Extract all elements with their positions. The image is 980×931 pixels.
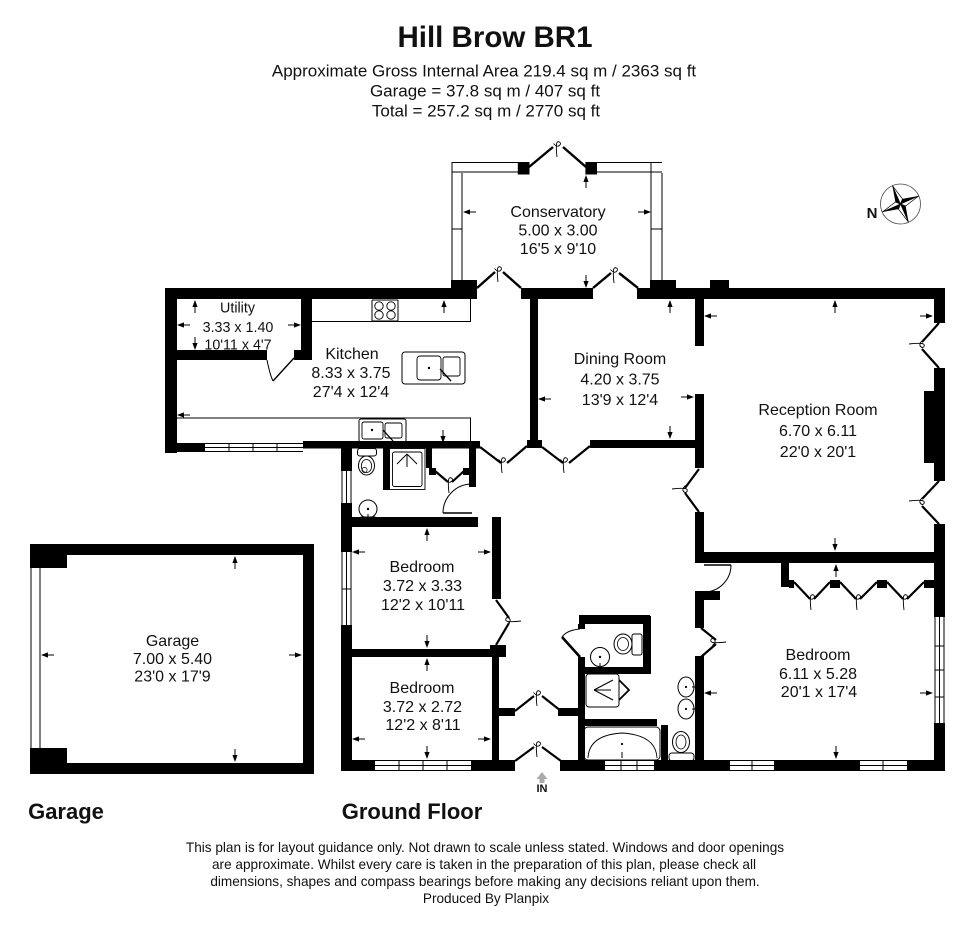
svg-text:8.33 x 3.75: 8.33 x 3.75 <box>311 365 390 382</box>
svg-text:4.20 x 3.75: 4.20 x 3.75 <box>580 372 659 389</box>
svg-text:23'0 x 17'9: 23'0 x 17'9 <box>134 669 210 686</box>
svg-text:IN: IN <box>537 783 548 795</box>
svg-text:Bedroom: Bedroom <box>390 680 455 697</box>
svg-text:3.72 x 3.33: 3.72 x 3.33 <box>383 578 462 595</box>
svg-text:N: N <box>867 205 878 222</box>
svg-text:Total = 257.2 sq m / 2770 sq: Total = 257.2 sq m / 2770 sq ft <box>372 102 600 121</box>
svg-text:Garage: Garage <box>28 799 104 824</box>
svg-text:12'2 x 10'11: 12'2 x 10'11 <box>381 597 465 614</box>
svg-text:This plan is for layout guidan: This plan is for layout guidance only. N… <box>186 840 784 855</box>
svg-text:Ground Floor: Ground Floor <box>342 799 483 824</box>
svg-text:6.11 x 5.28: 6.11 x 5.28 <box>779 666 857 683</box>
svg-text:Garage: Garage <box>146 633 199 650</box>
svg-text:Utility: Utility <box>220 301 256 317</box>
svg-text:10'11 x 4'7: 10'11 x 4'7 <box>204 338 271 354</box>
svg-text:Kitchen: Kitchen <box>325 346 378 363</box>
svg-text:Reception Room: Reception Room <box>758 402 877 419</box>
svg-text:Approximate Gross Internal Are: Approximate Gross Internal Area 219.4 sq… <box>272 62 697 81</box>
svg-text:22'0 x 20'1: 22'0 x 20'1 <box>780 444 856 461</box>
svg-text:Produced By Planpix: Produced By Planpix <box>423 891 549 906</box>
svg-text:13'9 x 12'4: 13'9 x 12'4 <box>582 392 658 409</box>
svg-text:7.00 x 5.40: 7.00 x 5.40 <box>133 651 212 668</box>
svg-text:Conservatory: Conservatory <box>510 204 605 221</box>
svg-text:Bedroom: Bedroom <box>390 559 455 576</box>
svg-text:Garage = 37.8 sq m / 407 sq ft: Garage = 37.8 sq m / 407 sq ft <box>370 82 600 101</box>
svg-text:Bedroom: Bedroom <box>786 647 851 664</box>
svg-text:3.72 x 2.72: 3.72 x 2.72 <box>383 699 462 716</box>
svg-text:16'5 x 9'10: 16'5 x 9'10 <box>520 241 596 258</box>
svg-text:20'1 x 17'4: 20'1 x 17'4 <box>781 684 857 701</box>
svg-text:12'2 x 8'11: 12'2 x 8'11 <box>385 717 460 734</box>
svg-text:27'4 x 12'4: 27'4 x 12'4 <box>313 384 389 401</box>
svg-text:Hill Brow BR1: Hill Brow BR1 <box>397 21 592 54</box>
svg-text:Dining Room: Dining Room <box>574 351 666 368</box>
svg-text:5.00 x 3.00: 5.00 x 3.00 <box>518 223 597 240</box>
svg-text:6.70 x 6.11: 6.70 x 6.11 <box>779 423 857 440</box>
svg-text:dimensions, shapes and compass: dimensions, shapes and compass bearings … <box>210 874 759 889</box>
svg-text:are approximate. Whilst every: are approximate. Whilst every care is ta… <box>212 857 756 872</box>
svg-text:3.33 x 1.40: 3.33 x 1.40 <box>203 320 274 336</box>
